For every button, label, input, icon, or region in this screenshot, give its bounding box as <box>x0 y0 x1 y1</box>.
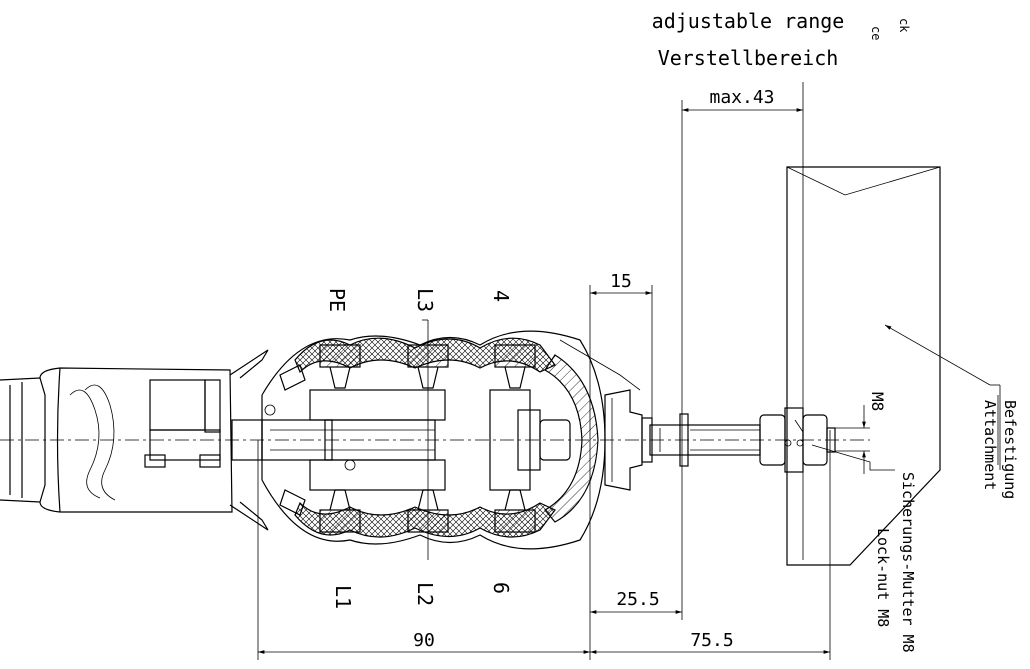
dimension-25-5: 25.5 <box>590 589 682 614</box>
mounting-flange <box>559 339 653 491</box>
label-befestigung: Befestigung <box>1001 400 1019 499</box>
dimension-75-5: 75.5 <box>590 430 831 660</box>
dim-90-text: 90 <box>413 630 435 651</box>
connector-housing <box>261 320 606 560</box>
label-pe: PE <box>325 288 349 312</box>
label-l3: L3 <box>413 288 437 312</box>
dim-75-5-text: 75.5 <box>690 630 733 651</box>
label-verstellbereich: Verstellbereich <box>658 46 839 70</box>
label-4: 4 <box>489 290 513 302</box>
dim-15-text: 15 <box>610 271 632 292</box>
leader-lock-nut <box>811 444 895 471</box>
dimension-max43: max.43 <box>681 82 804 620</box>
label-attachment: Attachment <box>981 400 999 490</box>
label-lock-nut: Lock-nut M8 <box>874 528 892 627</box>
dim-m8-text: M8 <box>868 392 887 411</box>
label-l2: L2 <box>413 582 437 606</box>
dimension-m8: M8 <box>835 392 887 474</box>
threaded-rod <box>649 407 836 473</box>
label-corner-a: ck <box>897 18 911 33</box>
label-l1: L1 <box>331 585 355 609</box>
dim-max43-text: max.43 <box>709 87 774 108</box>
label-6: 6 <box>489 582 513 594</box>
cable-gland <box>0 349 269 531</box>
dimension-90: 90 <box>257 440 590 660</box>
label-adjustable-range: adjustable range <box>652 9 845 33</box>
label-corner-b: ce <box>869 26 883 40</box>
label-sicherungs-mutter: Sicherungs-Mutter M8 <box>899 472 917 653</box>
dim-25-5-text: 25.5 <box>616 589 659 610</box>
attachment-plate <box>786 166 1000 566</box>
